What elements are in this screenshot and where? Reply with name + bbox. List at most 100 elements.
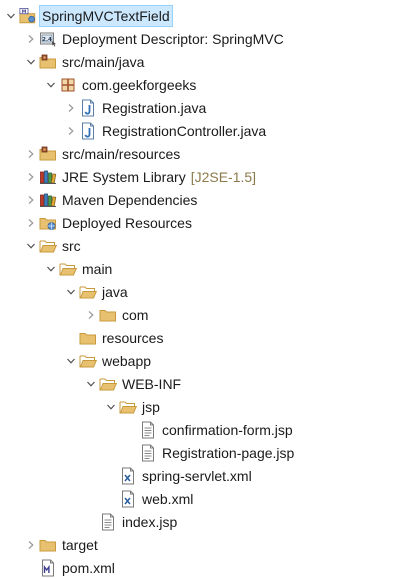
- chevron-right-icon[interactable]: [23, 188, 39, 211]
- tree-item-label: com.geekforgeeks: [82, 76, 197, 93]
- tree-item-label: Registration.java: [102, 99, 207, 116]
- chevron-right-icon[interactable]: [63, 119, 79, 142]
- chevron-right-icon[interactable]: [23, 142, 39, 165]
- tree-item-web-inf[interactable]: WEB-INF: [0, 372, 407, 395]
- tree-item-com[interactable]: com: [0, 303, 407, 326]
- tree-item-label: web.xml: [142, 490, 194, 507]
- tree-item-label: src/main/resources: [62, 145, 181, 162]
- tree-item-label: spring-servlet.xml: [142, 467, 252, 484]
- tree-item-label: Deployment Descriptor: SpringMVC: [62, 30, 284, 47]
- tree-item-com-geekforgeeks[interactable]: com.geekforgeeks: [0, 73, 407, 96]
- maven-pom-icon: [39, 559, 57, 577]
- folder-icon: [99, 306, 117, 324]
- chevron-down-icon[interactable]: [63, 349, 79, 372]
- library-icon: [39, 191, 57, 209]
- chevron-down-icon[interactable]: [23, 234, 39, 257]
- deployed-resources-icon: [39, 214, 57, 232]
- folder-open-icon: [99, 375, 117, 393]
- chevron-down-icon[interactable]: [43, 73, 59, 96]
- tree-item-spring-servlet-xml[interactable]: spring-servlet.xml: [0, 464, 407, 487]
- chevron-down-icon[interactable]: [43, 257, 59, 280]
- text-file-icon: [99, 513, 117, 531]
- tree-item-src-main-resources[interactable]: src/main/resources: [0, 142, 407, 165]
- tree-item-label: pom.xml: [62, 559, 115, 576]
- chevron-right-icon[interactable]: [83, 303, 99, 326]
- chevron-down-icon[interactable]: [83, 372, 99, 395]
- xml-file-icon: [119, 467, 137, 485]
- tree-item-label: SpringMVCTextField: [39, 4, 173, 27]
- package-icon: [59, 76, 77, 94]
- toggle-spacer: [123, 418, 139, 441]
- project-explorer-tree: M SpringMVCTextField 2.4 Deployment Desc…: [0, 4, 407, 579]
- chevron-down-icon[interactable]: [103, 395, 119, 418]
- tree-item-jre-system-library[interactable]: JRE System Library[J2SE-1.5]: [0, 165, 407, 188]
- tree-item-label: resources: [102, 329, 164, 346]
- chevron-right-icon[interactable]: [23, 165, 39, 188]
- toggle-spacer: [123, 441, 139, 464]
- tree-item-confirmation-form-jsp[interactable]: confirmation-form.jsp: [0, 418, 407, 441]
- source-folder-icon: [39, 145, 57, 163]
- tree-item-src[interactable]: src: [0, 234, 407, 257]
- toggle-spacer: [23, 556, 39, 579]
- chevron-down-icon[interactable]: [23, 50, 39, 73]
- java-file-icon: [79, 99, 97, 117]
- tree-item-jsp[interactable]: jsp: [0, 395, 407, 418]
- tree-item-registrationcontroller-java[interactable]: RegistrationController.java: [0, 119, 407, 142]
- tree-item-springmvctextfield[interactable]: M SpringMVCTextField: [0, 4, 407, 27]
- folder-icon: [39, 536, 57, 554]
- tree-item-web-xml[interactable]: web.xml: [0, 487, 407, 510]
- tree-item-label: jsp: [142, 398, 160, 415]
- tree-item-index-jsp[interactable]: index.jsp: [0, 510, 407, 533]
- tree-item-label: RegistrationController.java: [102, 122, 267, 139]
- toggle-spacer: [103, 464, 119, 487]
- tree-item-registration-page-jsp[interactable]: Registration-page.jsp: [0, 441, 407, 464]
- tree-item-main[interactable]: main: [0, 257, 407, 280]
- tree-item-label: com: [122, 306, 149, 323]
- svg-text:M: M: [22, 8, 27, 14]
- toggle-spacer: [63, 326, 79, 349]
- svg-text:2.4: 2.4: [42, 37, 52, 43]
- chevron-right-icon[interactable]: [23, 211, 39, 234]
- maven-web-project-icon: M: [19, 7, 37, 25]
- tree-item-label: main: [82, 260, 113, 277]
- tree-item-label: index.jsp: [122, 513, 178, 530]
- tree-item-label: java: [102, 283, 128, 300]
- toggle-spacer: [103, 487, 119, 510]
- folder-icon: [79, 329, 97, 347]
- xml-file-icon: [119, 490, 137, 508]
- folder-open-icon: [79, 283, 97, 301]
- tree-item-label: webapp: [102, 352, 152, 369]
- tree-item-decoration: [J2SE-1.5]: [190, 168, 257, 185]
- tree-item-label: Deployed Resources: [62, 214, 192, 231]
- tree-item-label: confirmation-form.jsp: [162, 421, 293, 438]
- tree-item-maven-dependencies[interactable]: Maven Dependencies: [0, 188, 407, 211]
- toggle-spacer: [83, 510, 99, 533]
- tree-item-pom-xml[interactable]: pom.xml: [0, 556, 407, 579]
- chevron-right-icon[interactable]: [23, 533, 39, 556]
- text-file-icon: [139, 444, 157, 462]
- text-file-icon: [139, 421, 157, 439]
- chevron-right-icon[interactable]: [23, 27, 39, 50]
- chevron-down-icon[interactable]: [3, 4, 19, 27]
- tree-item-java[interactable]: java: [0, 280, 407, 303]
- tree-item-deployed-resources[interactable]: Deployed Resources: [0, 211, 407, 234]
- java-file-icon: [79, 122, 97, 140]
- tree-item-src-main-java[interactable]: src/main/java: [0, 50, 407, 73]
- folder-open-icon: [39, 237, 57, 255]
- chevron-down-icon[interactable]: [63, 280, 79, 303]
- tree-item-label: JRE System Library: [62, 168, 186, 185]
- tree-item-resources[interactable]: resources: [0, 326, 407, 349]
- source-folder-icon: [39, 53, 57, 71]
- tree-item-webapp[interactable]: webapp: [0, 349, 407, 372]
- folder-open-icon: [119, 398, 137, 416]
- folder-open-icon: [79, 352, 97, 370]
- tree-item-target[interactable]: target: [0, 533, 407, 556]
- chevron-right-icon[interactable]: [63, 96, 79, 119]
- tree-item-deployment-descriptor-springmvc[interactable]: 2.4 Deployment Descriptor: SpringMVC: [0, 27, 407, 50]
- tree-item-label: WEB-INF: [122, 375, 182, 392]
- folder-open-icon: [59, 260, 77, 278]
- tree-item-label: src/main/java: [62, 53, 145, 70]
- library-icon: [39, 168, 57, 186]
- tree-item-label: src: [62, 237, 81, 254]
- tree-item-registration-java[interactable]: Registration.java: [0, 96, 407, 119]
